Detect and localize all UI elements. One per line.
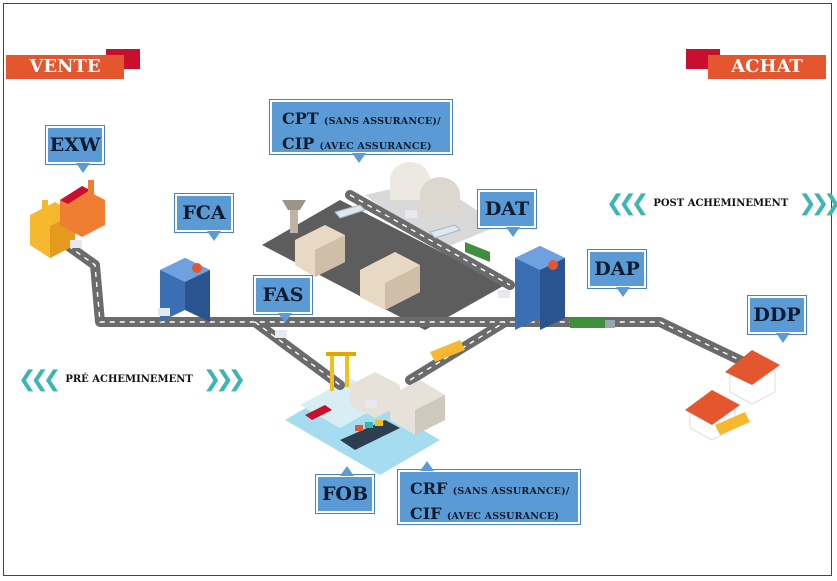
chevron-right-icon: ❯❯❯ (202, 366, 246, 392)
pre-acheminement-label: PRÉ ACHEMINEMENT (65, 373, 193, 385)
frame-border (3, 3, 832, 576)
callout-ddp: DDP (748, 296, 806, 343)
ribbon-vente-label: VENTE (6, 55, 124, 79)
callout-cpt-line: CPT (SANS ASSURANCE)/ (282, 108, 441, 133)
chevron-left-icon: ❮❮❮ (18, 366, 61, 392)
airport-terminal-icon (282, 200, 420, 310)
callout-dap-label: DAP (594, 258, 640, 280)
chevron-right-icon: ❯❯❯ (798, 190, 837, 216)
chevron-left-icon: ❮❮❮ (606, 190, 649, 216)
port-crane-icon (326, 352, 356, 391)
callout-dat-label: DAT (484, 198, 530, 220)
airplane-icon (334, 204, 461, 239)
warehouse-icon (350, 372, 445, 435)
ribbon-achat: ACHAT (686, 49, 826, 79)
callout-crf-cif: CRF (SANS ASSURANCE)/ CIF (AVEC ASSURANC… (398, 461, 580, 524)
distribution-building-icon (515, 246, 565, 330)
callout-fca: FCA (175, 194, 233, 241)
callout-fas: FAS (254, 276, 312, 323)
road-markings (59, 194, 751, 386)
cpt-code: CPT (282, 109, 319, 128)
callout-fas-label: FAS (262, 284, 304, 306)
callout-pointer (278, 313, 292, 323)
callout-dat: DAT (478, 190, 536, 237)
truck-icon (70, 210, 750, 435)
ribbon-achat-label: ACHAT (708, 55, 826, 79)
callout-pointer (352, 153, 366, 163)
cargo-ship-icon (305, 405, 400, 450)
callout-pointer (506, 227, 520, 237)
factory-icon (30, 180, 105, 258)
callout-fob-label: FOB (321, 483, 369, 505)
callout-exw-label: EXW (49, 134, 101, 156)
callout-dap: DAP (588, 250, 646, 297)
ribbon-vente: VENTE (6, 49, 140, 79)
callout-fca-label: FCA (182, 202, 226, 224)
cip-code: CIP (282, 134, 315, 153)
callout-cif-line: CIF (AVEC ASSURANCE) (410, 503, 568, 528)
callout-pointer (207, 231, 221, 241)
pre-acheminement-arrow: ❮❮❮ PRÉ ACHEMINEMENT ❯❯❯ (18, 366, 246, 392)
crf-note: (SANS ASSURANCE)/ (452, 486, 570, 497)
callout-cip-line: CIP (AVEC ASSURANCE) (282, 133, 440, 158)
hangar-icon (390, 162, 460, 215)
callout-cpt-cip: CPT (SANS ASSURANCE)/ CIP (AVEC ASSURANC… (270, 100, 452, 163)
post-acheminement-label: POST ACHEMINEMENT (653, 197, 789, 209)
callout-fob: FOB (316, 466, 374, 513)
callout-pointer (420, 461, 434, 471)
crf-code: CRF (410, 479, 448, 498)
cip-note: (AVEC ASSURANCE) (319, 141, 432, 152)
post-acheminement-arrow: ❮❮❮ POST ACHEMINEMENT ❯❯❯ (606, 190, 837, 216)
callout-pointer (340, 466, 354, 476)
callout-ddp-label: DDP (753, 304, 801, 326)
cif-code: CIF (410, 504, 442, 523)
cif-note: (AVEC ASSURANCE) (446, 511, 560, 522)
callout-crf-line: CRF (SANS ASSURANCE)/ (410, 478, 570, 503)
callout-pointer (616, 287, 630, 297)
callout-pointer (776, 333, 790, 343)
cpt-note: (SANS ASSURANCE)/ (323, 116, 441, 127)
callout-exw: EXW (46, 126, 104, 173)
callout-pointer (76, 163, 90, 173)
office-building-icon (160, 258, 210, 322)
